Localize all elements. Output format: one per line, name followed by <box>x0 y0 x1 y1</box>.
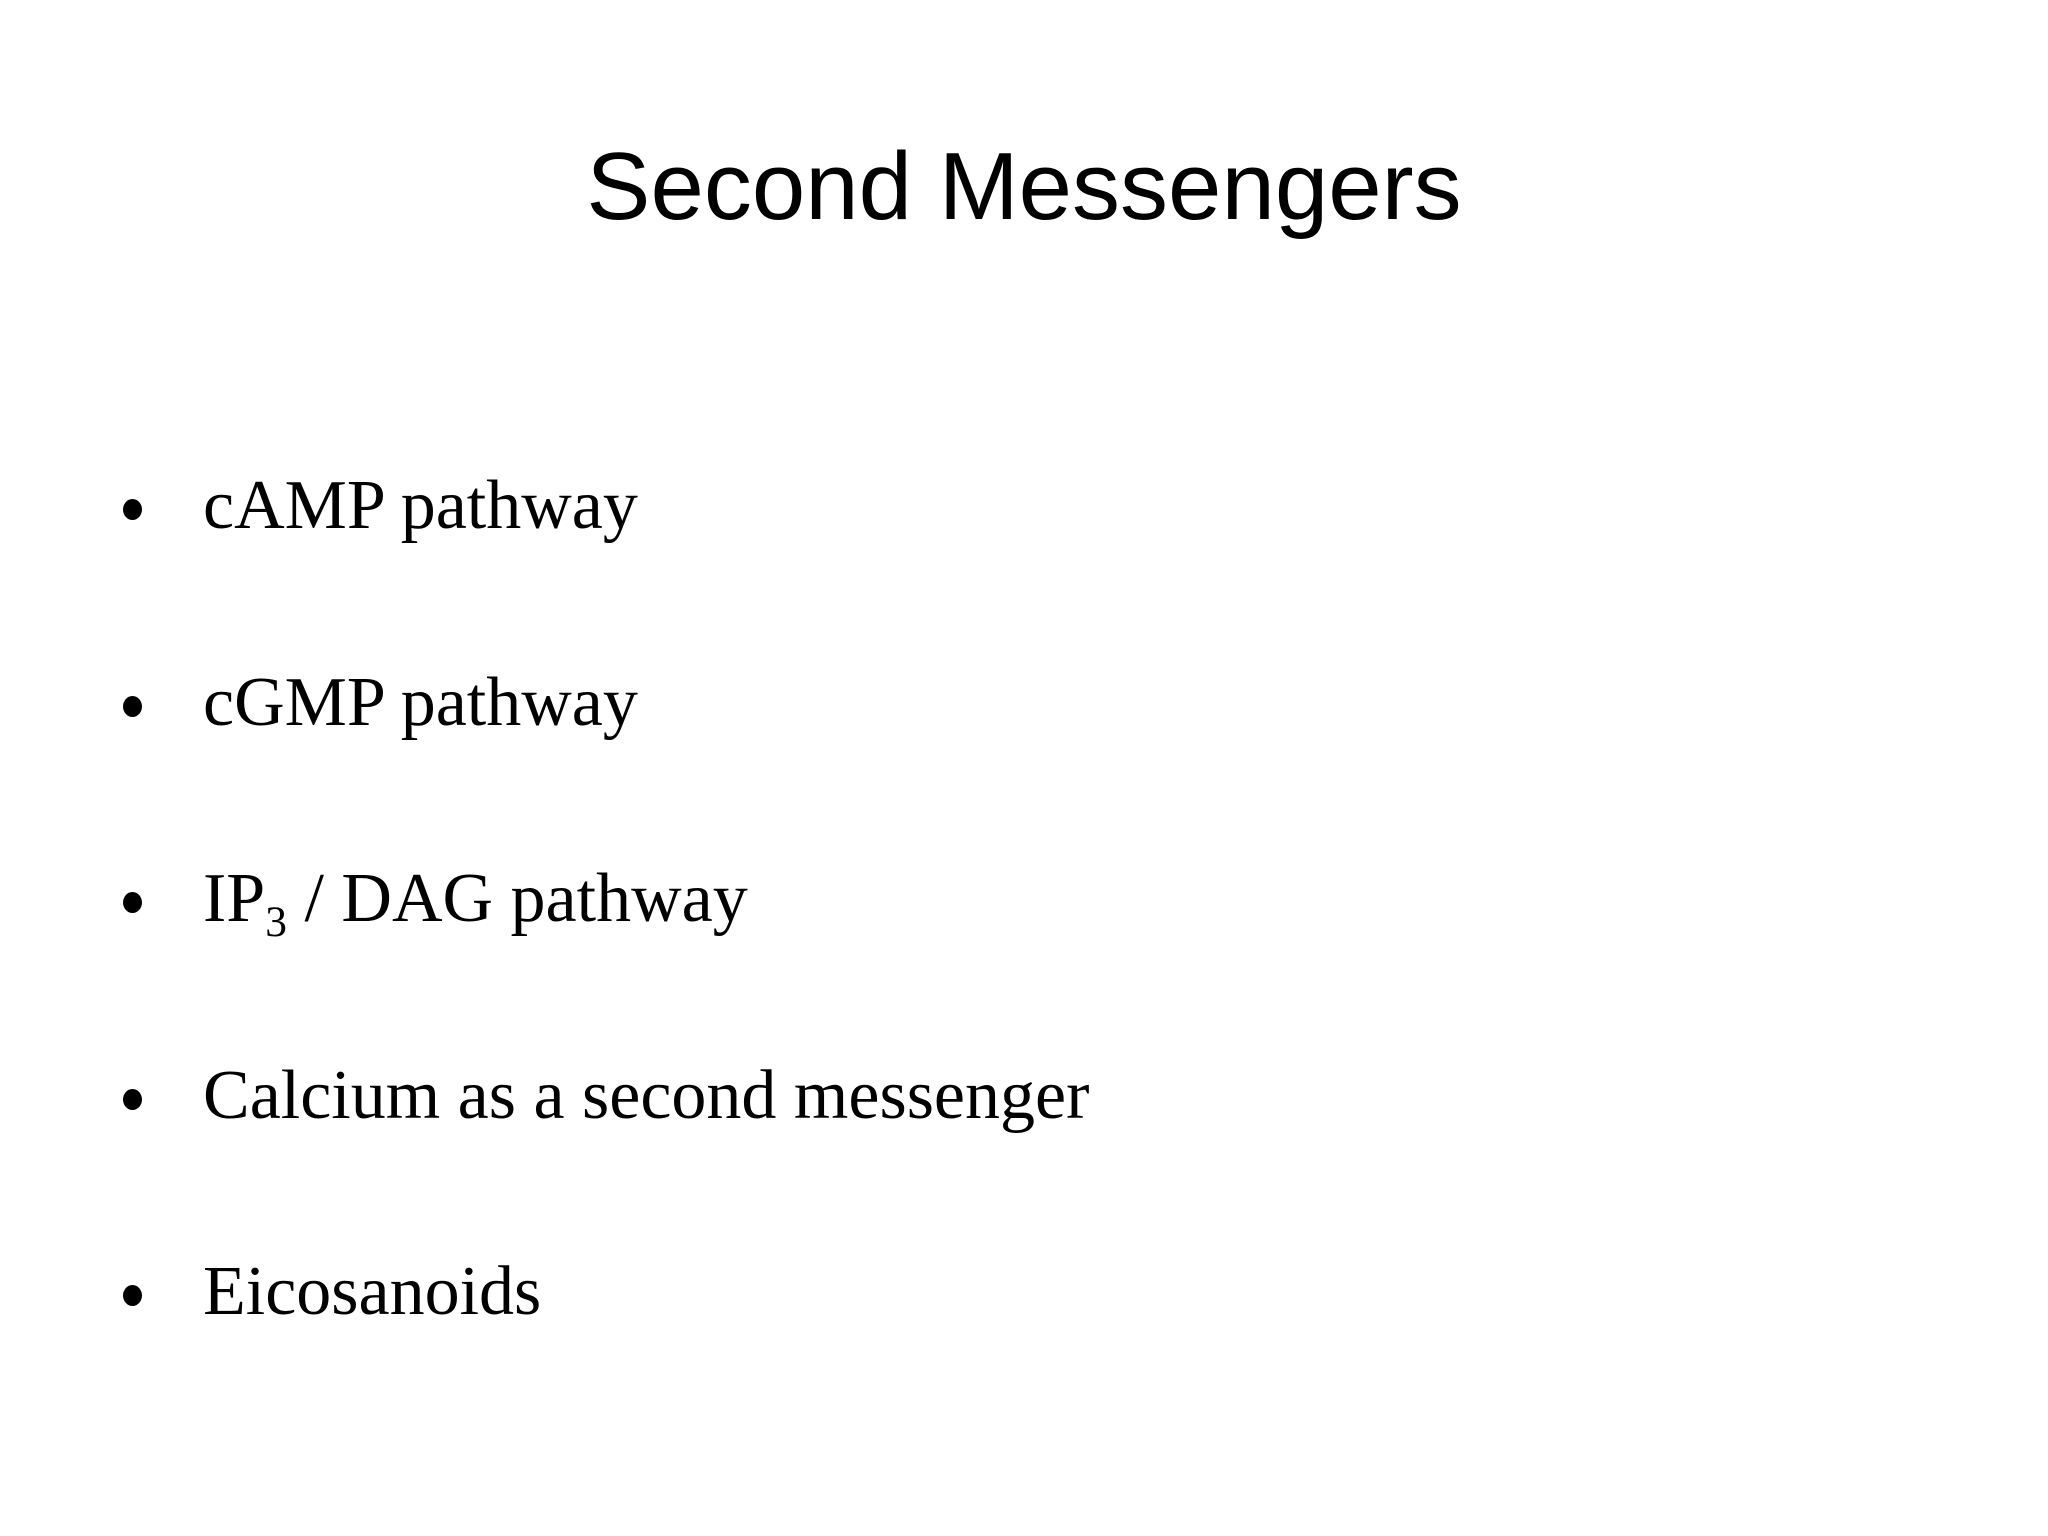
bullet-text-cgmp: cGMP pathway <box>203 663 638 741</box>
bullet-icon <box>123 892 142 913</box>
bullet-item-eicosanoids: Eicosanoids <box>123 1252 1948 1333</box>
bullet-item-camp: cAMP pathway <box>123 466 1948 547</box>
bullet-icon <box>123 499 142 520</box>
bullet-text-eicosanoids: Eicosanoids <box>203 1253 542 1330</box>
bullet-text-calcium: Calcium as a second messenger <box>203 1056 1090 1134</box>
page-title: Second Messengers <box>586 133 1462 240</box>
bullet-text-ip3-subscript: 3 <box>265 898 287 946</box>
bullet-item-cgmp: cGMP pathway <box>123 663 1948 744</box>
bullet-icon <box>123 1088 142 1110</box>
bullet-icon <box>123 695 142 717</box>
bullet-text-ip3-post: / DAG pathway <box>286 860 748 937</box>
bullet-list: cAMP pathway cGMP pathway IP3 / DAG path… <box>123 466 1948 1449</box>
bullet-icon <box>123 1285 142 1306</box>
bullet-text-ip3-pre: IP <box>203 860 266 937</box>
bullet-text-ip3-dag: IP3 / DAG pathway <box>203 860 748 944</box>
bullet-text-camp: cAMP pathway <box>203 467 638 544</box>
bullet-item-calcium: Calcium as a second messenger <box>123 1056 1948 1137</box>
bullet-item-ip3-dag: IP3 / DAG pathway <box>123 859 1948 944</box>
